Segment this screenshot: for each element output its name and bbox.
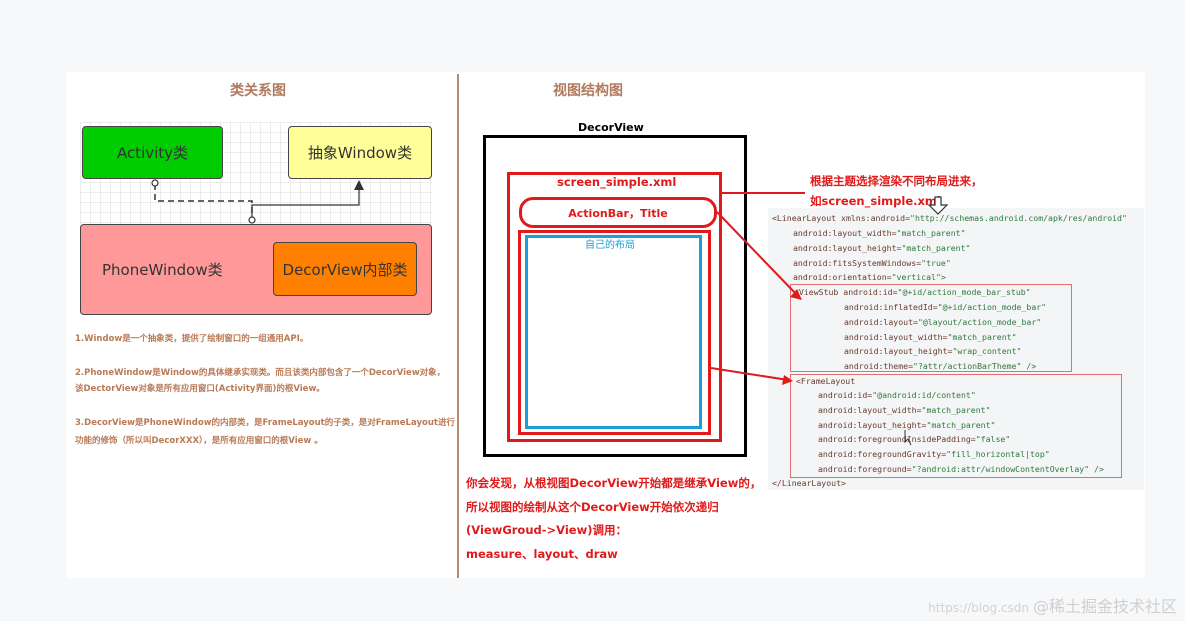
code-line-17: android:foregroundGravity="fill_horizont…: [818, 449, 1050, 459]
watermark: https://blog.csdn@稀土掘金技术社区: [928, 593, 1177, 617]
phone-window-class-label: PhoneWindow类: [102, 261, 223, 279]
code-line-6: <ViewStub android:id="@+id/action_mode_b…: [794, 287, 1031, 297]
actionbar-arrowhead: [790, 289, 802, 300]
note-2a: 2.PhoneWindow是Window的具体继承实现类。而且该类内部包含了一个…: [75, 368, 446, 378]
code-line-12: <FrameLayout: [796, 376, 856, 386]
activity-class-box: Activity类: [82, 126, 223, 179]
note-3b: 功能的修饰（所以叫DecorXXX），是所有应用窗口的根View 。: [75, 436, 323, 446]
code-line-19: </LinearLayout>: [772, 478, 846, 488]
own-layout-label: 自己的布局: [585, 240, 635, 251]
code-line-9: android:layout_width="match_parent": [844, 332, 1017, 342]
theme-annotation-line1: 根据主题选择渲染不同布局进来，: [810, 174, 983, 188]
phone-window-class-box: PhoneWindow类: [80, 224, 432, 315]
window-class-box: 抽象Window类: [288, 126, 432, 179]
decor-view-class-label: DecorView内部类: [282, 260, 408, 279]
code-line-4: android:fitsSystemWindows="true": [793, 258, 951, 268]
note-3a: 3.DecorView是PhoneWindow的内部类，是FrameLayout…: [75, 418, 455, 428]
bottom-line-3: (ViewGroud->View)调用：: [466, 523, 627, 537]
class-diagram-title: 类关系图: [230, 83, 286, 99]
note-2b: 该DectorView对象是所有应用窗口(Activity界面)的根View。: [75, 384, 325, 394]
watermark-brand: @稀土掘金技术社区: [1032, 597, 1177, 616]
code-line-2: android:layout_width="match_parent": [793, 228, 966, 238]
watermark-url: https://blog.csdn: [928, 601, 1029, 615]
actionbar-label: ActionBar，Title: [568, 206, 668, 220]
activity-class-label: Activity类: [116, 144, 189, 162]
note-1: 1.Window是一个抽象类，提供了绘制窗口的一组通用API。: [75, 334, 309, 344]
content-frame-box: [518, 230, 711, 435]
view-structure-title: 视图结构图: [553, 83, 623, 99]
bottom-line-2: 所以视图的绘制从这个DecorView开始依次递归: [466, 499, 719, 514]
code-line-3: android:layout_height="match_parent": [793, 243, 971, 253]
own-layout-box: [525, 235, 702, 429]
code-line-1: <LinearLayout xmlns:android="http://sche…: [772, 213, 1127, 223]
inheritance-arrowhead: [354, 180, 364, 190]
code-line-15: android:layout_height="match_parent": [818, 420, 996, 430]
down-hollow-arrow-icon: [927, 196, 949, 215]
code-line-14: android:layout_width="match_parent": [818, 405, 991, 415]
activity-association-end: [151, 179, 159, 187]
code-line-5: android:orientation="vertical">: [793, 272, 946, 282]
code-line-7: android:inflatedId="@+id/action_mode_bar…: [844, 302, 1047, 312]
panel-divider: [457, 74, 459, 578]
bottom-line-1: 你会发现，从根视图DecorView开始都是继承View的，: [466, 476, 762, 490]
decor-view-class-box: DecorView内部类: [273, 242, 417, 296]
theme-annotation-line2: 如screen_simple.xml: [810, 194, 941, 208]
decor-view-label: DecorView: [578, 121, 644, 134]
layout-xml-code-panel: [768, 208, 1144, 490]
actionbar-box: ActionBar，Title: [519, 197, 717, 228]
content-arrowhead: [782, 375, 793, 385]
inheritance-line: [251, 188, 360, 218]
decor-view-box: [483, 135, 747, 457]
window-class-label: 抽象Window类: [307, 144, 413, 162]
mouse-cursor-icon: [904, 430, 912, 446]
code-line-8: android:layout="@layout/action_mode_bar": [844, 317, 1042, 327]
bottom-line-4: measure、layout、draw: [466, 546, 618, 561]
code-line-13: android:id="@android:id/content": [818, 390, 976, 400]
code-line-10: android:layout_height="wrap_content": [844, 346, 1022, 356]
bottom-explanation: 你会发现，从根视图DecorView开始都是继承View的， 所以视图的绘制从这…: [466, 472, 766, 566]
screen-simple-label: screen_simple.xml: [557, 175, 677, 189]
actionbar-to-viewstub-arrow: [716, 211, 799, 297]
content-to-framelayout-arrow: [710, 367, 789, 381]
code-line-16: android:foregroundInsidePadding="false": [818, 434, 1011, 444]
viewstub-highlight-box: [790, 284, 1072, 372]
code-line-18: android:foreground="?android:attr/window…: [818, 464, 1104, 474]
framelayout-highlight-box: [790, 374, 1122, 478]
screen-simple-box: [507, 172, 722, 442]
code-line-11: android:theme="?attr/actionBarTheme" />: [844, 361, 1037, 371]
phonewindow-connector-end: [248, 216, 256, 224]
